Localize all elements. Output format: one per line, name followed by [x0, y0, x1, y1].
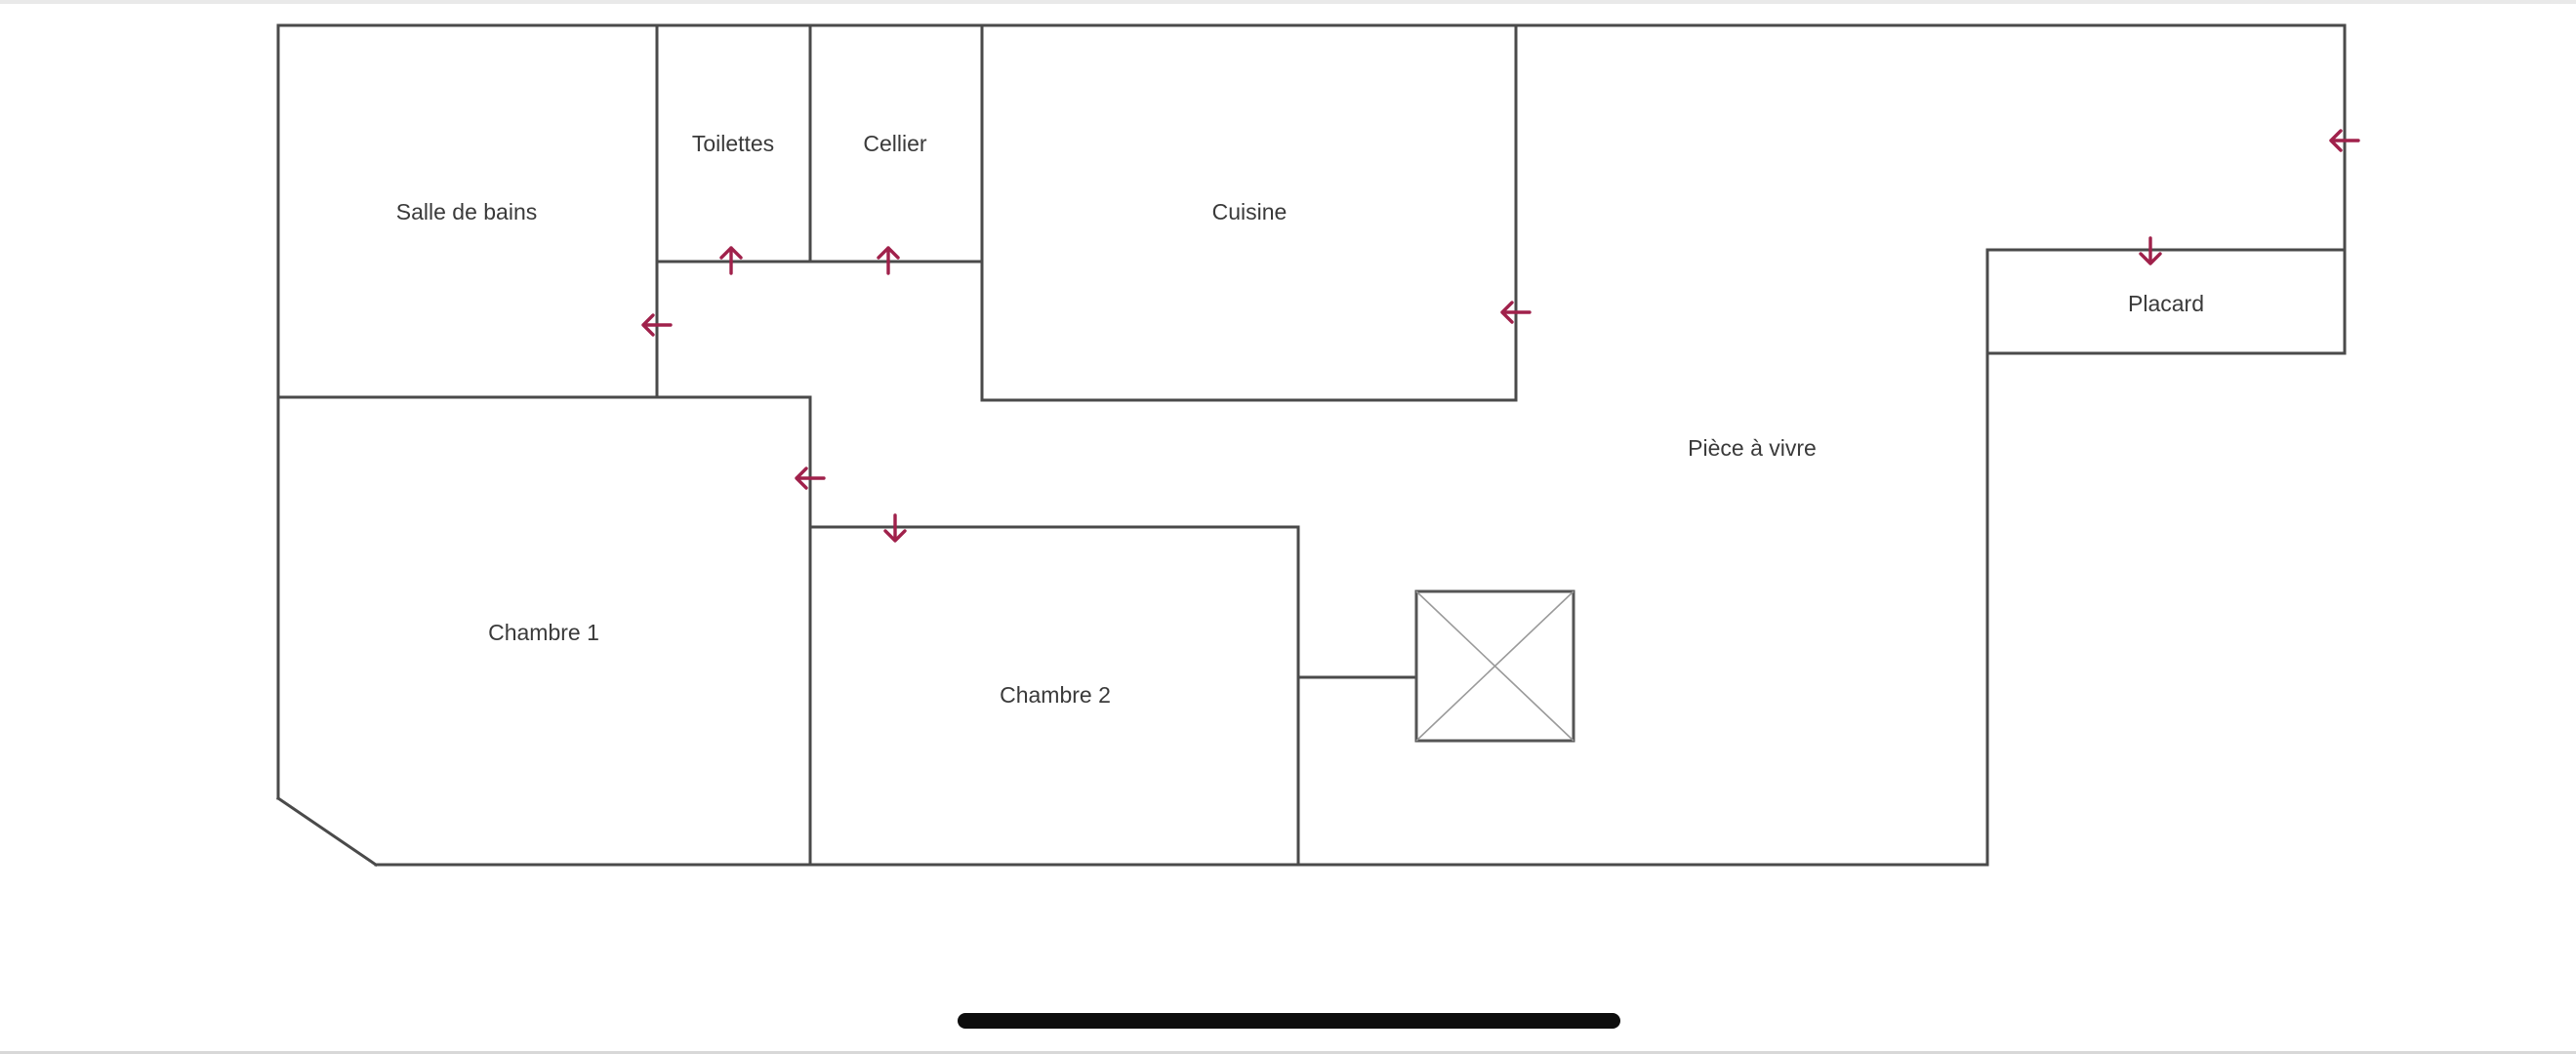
label-cuisine: Cuisine — [1212, 199, 1288, 224]
label-cellier: Cellier — [863, 131, 927, 156]
wall-corner-diagonal — [275, 795, 379, 868]
bottom-edge — [0, 1051, 2576, 1054]
door-arrows — [641, 129, 2360, 543]
arrow-up-icon — [877, 246, 900, 275]
arrow-left-icon — [795, 466, 826, 490]
walls — [275, 23, 2347, 868]
arrow-left-icon — [1500, 301, 1532, 324]
label-salle-de-bains: Salle de bains — [396, 199, 538, 224]
label-piece-a-vivre: Pièce à vivre — [1688, 435, 1817, 461]
label-toilettes: Toilettes — [692, 131, 774, 156]
arrow-up-icon — [719, 246, 743, 275]
arrow-down-icon — [883, 513, 907, 543]
shaft-box — [1414, 589, 1575, 743]
arrow-left-icon — [641, 313, 673, 337]
arrow-left-icon — [2329, 129, 2360, 152]
arrow-down-icon — [2139, 236, 2162, 265]
top-edge — [0, 0, 2576, 4]
shaft-cross-2 — [1415, 590, 1574, 742]
home-indicator[interactable] — [958, 1013, 1620, 1029]
label-chambre-2: Chambre 2 — [1000, 682, 1111, 708]
room-labels: Salle de bains Toilettes Cellier Cuisine… — [396, 131, 2204, 708]
shaft-symbol — [1414, 589, 1575, 743]
label-placard: Placard — [2128, 291, 2204, 316]
label-chambre-1: Chambre 1 — [488, 620, 599, 645]
